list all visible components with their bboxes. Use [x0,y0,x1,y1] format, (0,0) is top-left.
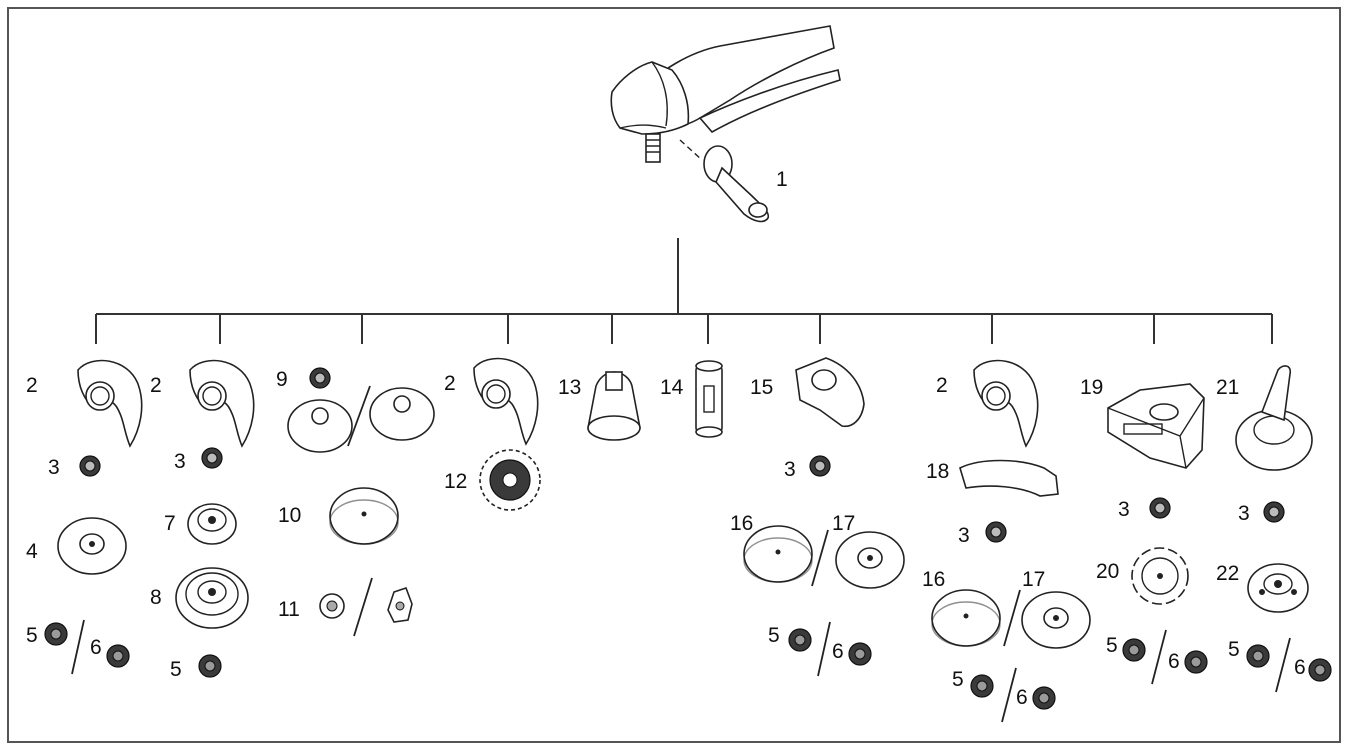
column-9: 19 3 20 5 6 [1080,376,1208,685]
part-label: 7 [164,512,176,535]
part-label: 2 [444,372,456,395]
connector-tree [95,238,1273,344]
part-label: 11 [278,598,300,621]
part-label: 6 [1294,656,1306,679]
part-label: 3 [784,458,796,481]
part-label: 6 [832,640,844,663]
part-label: 9 [276,368,288,391]
diamond-cutting-disc [1131,547,1189,605]
part-label: 8 [150,586,162,609]
column-7: 15 3 16 17 5 6 [730,357,905,677]
part-label: 5 [26,624,38,647]
part-label: 3 [1238,502,1250,525]
part-label: 3 [48,456,60,479]
part-label: 2 [26,374,38,397]
part-label: 6 [1016,686,1028,709]
part-label: 3 [958,524,970,547]
part-label: 15 [750,376,773,399]
part-label: 5 [1106,634,1118,657]
part-label: 5 [170,658,182,681]
part-label: 2 [936,374,948,397]
part-label: 3 [1118,498,1130,521]
column-2: 2 3 7 8 5 [150,359,255,681]
extraction-hood [1235,365,1313,471]
part-label: 10 [278,504,301,527]
column-8: 2 18 3 16 17 5 6 [922,359,1091,723]
part-label: 6 [1168,650,1180,673]
angle-grinder-illustration [610,25,841,163]
part-label: 19 [1080,376,1103,399]
column-4: 2 12 [444,357,541,511]
column-5: 13 [558,371,641,441]
part-label: 5 [1228,638,1240,661]
part-label: 12 [444,470,467,493]
part-label: 6 [90,636,102,659]
part-label: 4 [26,540,38,563]
part-label: 5 [768,624,780,647]
part-label: 3 [174,450,186,473]
part-label: 18 [926,460,949,483]
part-label: 17 [832,512,855,535]
column-3: 9 10 11 [276,367,435,637]
wire-brush-wheel [479,449,541,511]
part-label: 2 [150,374,162,397]
side-handle [703,145,770,223]
part-label: 16 [922,568,945,591]
part-label: 21 [1216,376,1239,399]
part-label: 14 [660,376,684,399]
column-6: 14 [660,360,723,438]
part-label: 13 [558,376,581,399]
column-1: 2 3 4 5 6 [26,359,143,675]
part-label: 20 [1096,560,1119,583]
part-label: 17 [1022,568,1045,591]
part-label: 22 [1216,562,1239,585]
part-label: 16 [730,512,753,535]
part-label: 1 [776,168,788,191]
column-10: 21 3 22 5 6 [1216,365,1332,693]
part-label: 5 [952,668,964,691]
cutting-guard-housing [1107,383,1205,469]
